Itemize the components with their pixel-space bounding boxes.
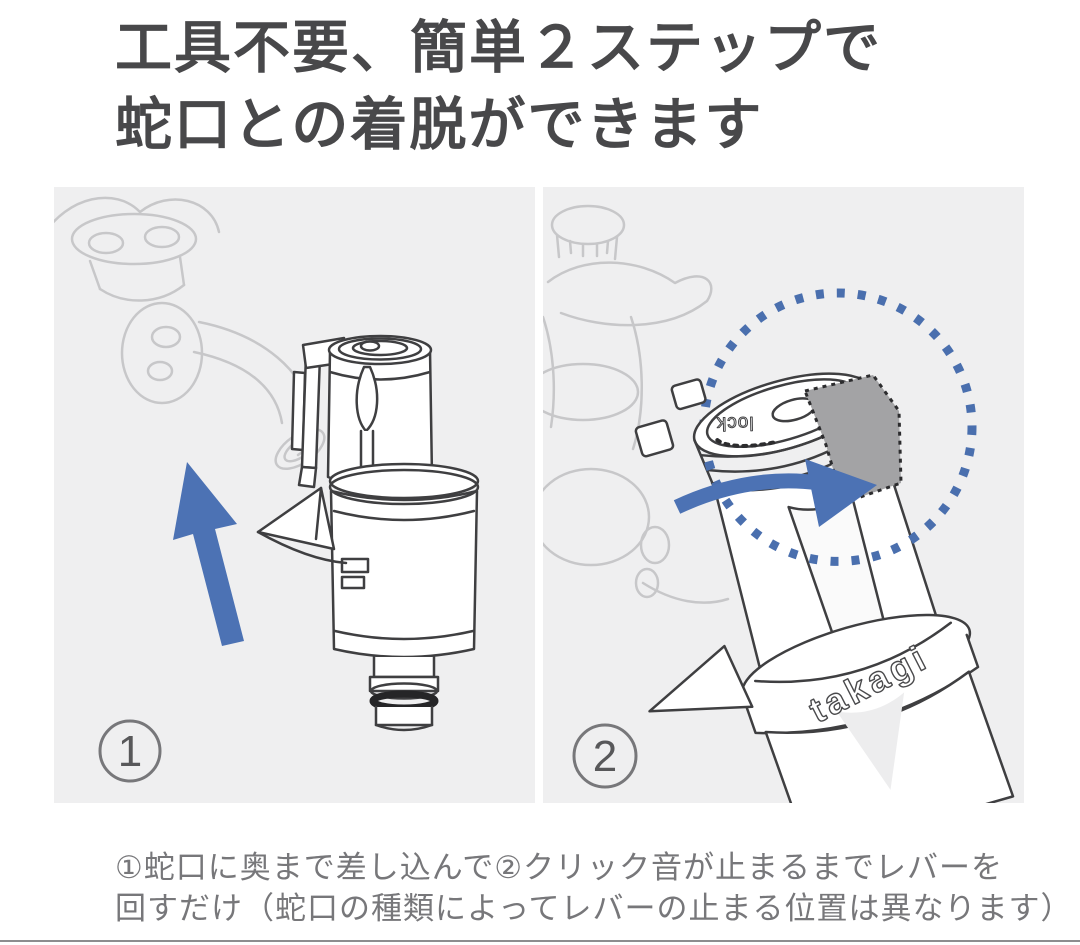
connector-drawing [256,334,480,732]
faucet-outline [54,196,326,470]
page-title: 工具不要、簡単２ステップで 蛇口との着脱ができます [115,10,882,164]
title-line-2: 蛇口との着脱ができます [115,93,764,157]
step1-illustration: 1 [54,196,480,783]
faucet-outline [543,204,730,604]
lever-stop-zone [803,373,903,505]
step2-panel: lock takagi 2 [543,187,1024,803]
caption: ①蛇口に奥まで差し込んで②クリック音が止まるまでレバーを 回すだけ（蛇口の種類に… [115,847,1073,929]
insert-up-arrow-icon [173,462,244,646]
step2-badge: 2 [572,723,638,789]
step2-illustration: lock takagi 2 [543,204,1015,803]
step1-badge: 1 [98,719,162,783]
rotation-dotted-circle-front [701,449,937,566]
title-line-1: 工具不要、簡単２ステップで [115,16,882,80]
step-panels: 1 [54,187,1024,803]
o-ring [369,690,439,712]
connector-drawing: lock takagi [634,372,1015,803]
rotate-arrow-icon [673,459,877,527]
step1-panel: 1 [54,187,535,803]
step2-number: 2 [593,732,617,781]
caption-line-1: ①蛇口に奥まで差し込んで②クリック音が止まるまでレバーを [115,850,1004,885]
bottom-divider [0,940,1080,942]
caption-line-2: 回すだけ（蛇口の種類によってレバーの止まる位置は異なります） [115,891,1073,926]
lock-label: lock [716,412,754,434]
step1-number: 1 [118,727,142,776]
